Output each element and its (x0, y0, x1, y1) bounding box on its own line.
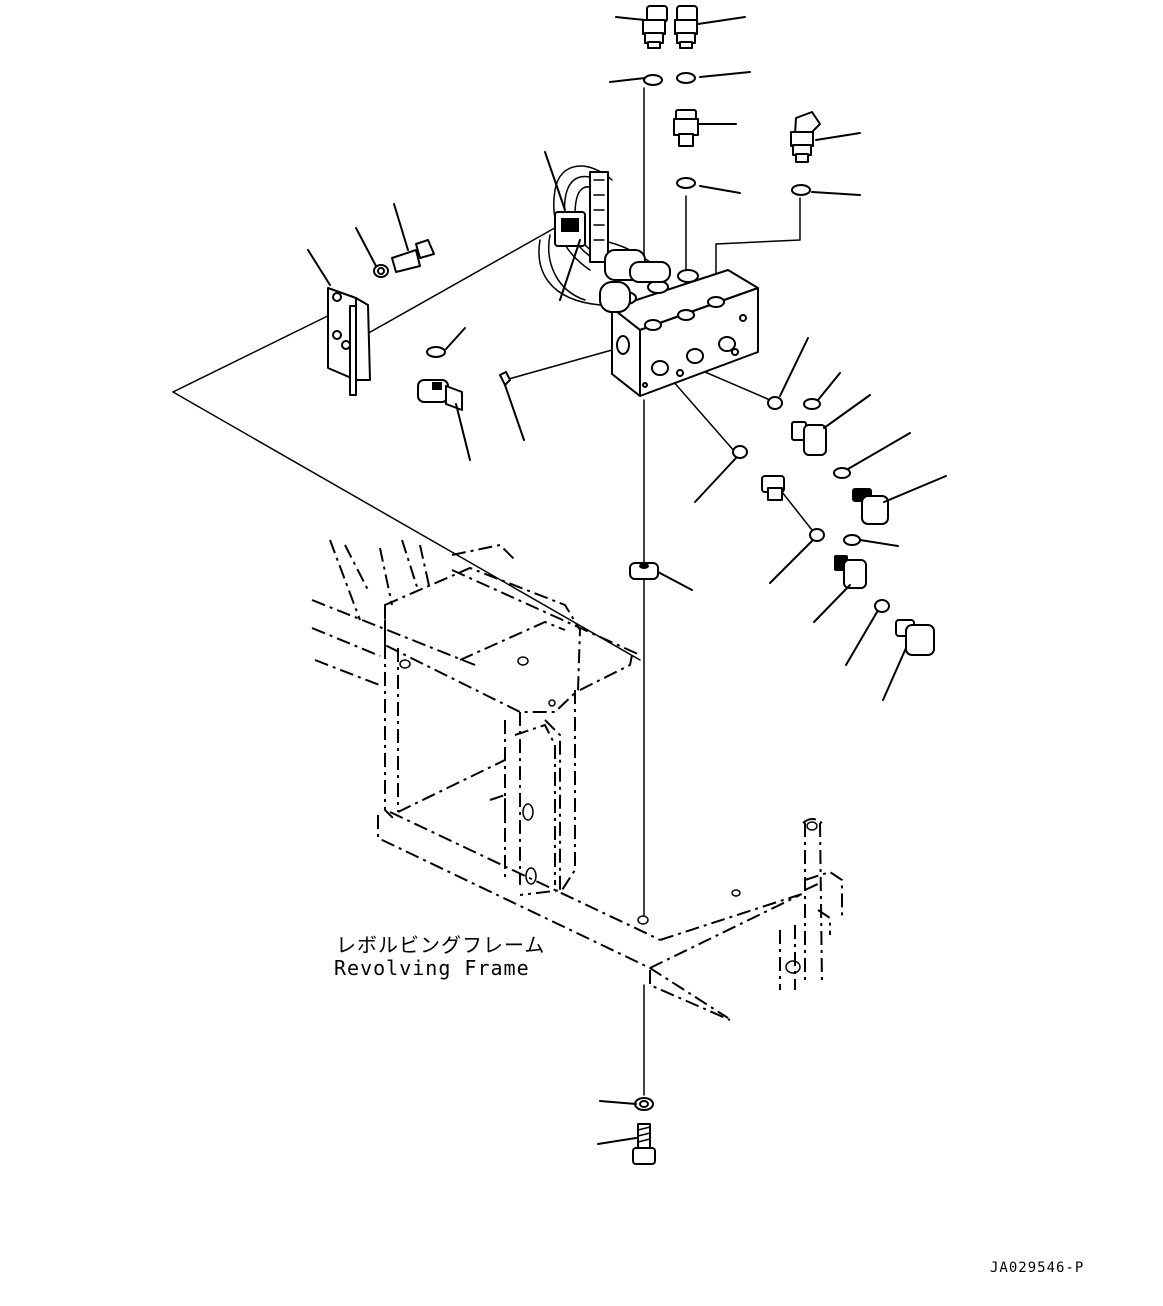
revolving-frame-outline (311, 539, 843, 1021)
elbow-fitting-side (790, 111, 821, 163)
spacer-collar (629, 562, 659, 580)
elbow-fitting-left-side (417, 379, 463, 411)
frame-label-english: Revolving Frame (334, 956, 530, 980)
straight-adapter-fitting (673, 109, 699, 147)
connector-fitting-right-3 (834, 555, 867, 589)
o-rings-top (643, 72, 811, 196)
elbow-fitting-left (642, 5, 668, 49)
bottom-bolt (632, 1123, 656, 1165)
connector-fitting-right-2 (761, 475, 785, 501)
leader-lines (307, 16, 947, 1145)
bracket-bolt (391, 239, 435, 273)
frame-label-japanese: レボルビングフレーム (336, 933, 546, 957)
bottom-washer (634, 1097, 654, 1111)
o-ring-left (426, 346, 446, 358)
o-rings-right (732, 396, 890, 613)
frame-mount-holes (399, 656, 818, 974)
drawing-number: JA029546-P (990, 1260, 1085, 1276)
mounting-bracket (327, 287, 371, 396)
valve-block (599, 261, 759, 397)
connector-fitting-right-1 (791, 421, 827, 456)
pressure-switch-2 (895, 619, 935, 656)
bracket-washer (373, 264, 389, 278)
pressure-switch-1 (852, 488, 889, 525)
wiring-harness (538, 165, 651, 306)
elbow-fitting-right (674, 5, 698, 49)
plug-small (499, 371, 511, 386)
explode-center-lines (172, 87, 813, 1096)
